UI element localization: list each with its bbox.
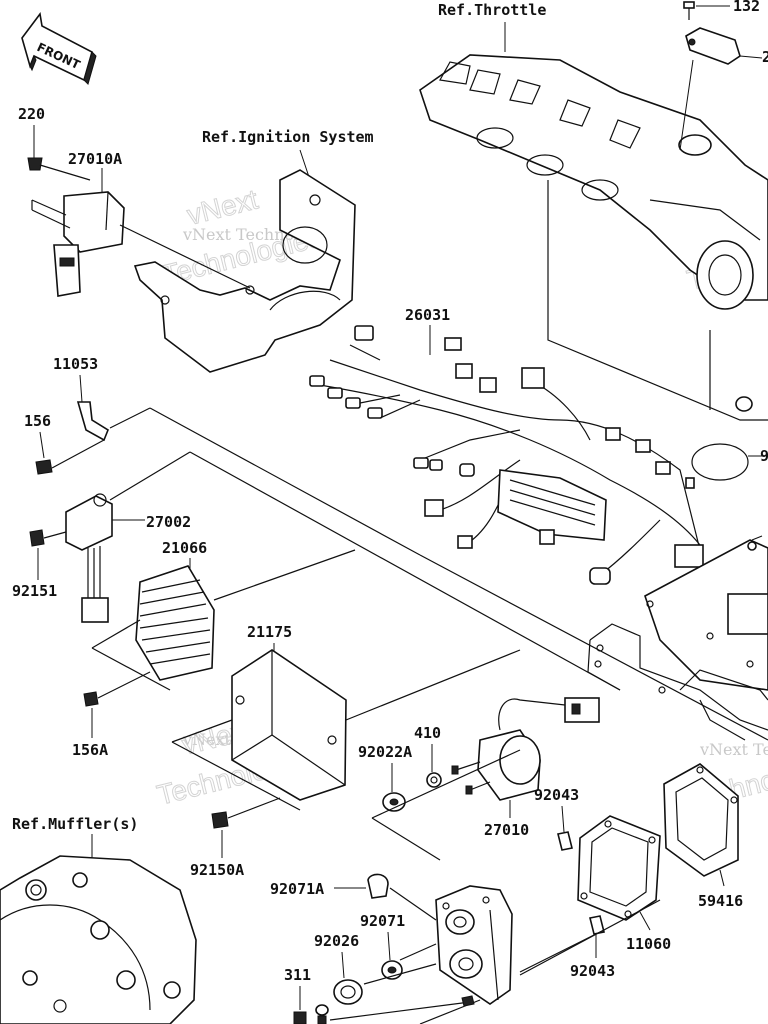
label-11053: 11053 [53, 355, 98, 373]
label-92026: 92026 [314, 932, 359, 950]
washer-icon [315, 1004, 329, 1016]
connector-icon [455, 363, 473, 379]
washer-icon [426, 772, 442, 788]
wire-harness-26031: 26031 [309, 306, 704, 585]
connector-icon [354, 325, 374, 341]
label-410: 410 [414, 724, 441, 742]
connector-icon [424, 499, 444, 517]
plug-icon [367, 873, 389, 899]
connector-icon [413, 457, 429, 469]
cable-tie: 9 [685, 443, 768, 489]
relay-connector-icon [53, 244, 81, 297]
connector-icon [309, 375, 325, 387]
relay-icon [63, 191, 125, 253]
bracket-icon [133, 169, 356, 373]
regulator-21066: 21066 156A [72, 539, 356, 759]
label-27010: 27010 [484, 821, 529, 839]
side-plate [587, 535, 768, 741]
connector-icon [457, 535, 473, 549]
label-220: 220 [18, 105, 45, 123]
relay-27010: 27010 [451, 697, 600, 839]
bolt-icon [29, 529, 45, 547]
label-11060: 11060 [626, 935, 671, 953]
connector-icon [444, 337, 462, 351]
bracket-11053: 11053 156 [24, 355, 768, 741]
label-92150A: 92150A [190, 861, 244, 879]
connector-icon [655, 461, 671, 475]
label-2-edge: 2 [762, 48, 768, 66]
label-92043-b: 92043 [570, 962, 615, 980]
gasket-icon [577, 815, 661, 921]
label-9-edge: 9 [760, 447, 768, 465]
tie-head-icon [685, 477, 695, 489]
front-arrow: FRONT [21, 12, 97, 85]
front-arrow-shadow [29, 51, 97, 85]
cover-icon [663, 763, 739, 877]
battery-block-icon [727, 593, 768, 635]
label-27002: 27002 [146, 513, 191, 531]
muffler-icon [0, 855, 197, 1024]
bolt-icon [683, 1, 695, 9]
lower-cover [419, 885, 513, 1024]
label-26031: 26031 [405, 306, 450, 324]
label-156A: 156A [72, 741, 108, 759]
connector-icon [674, 544, 704, 568]
connector-icon [564, 697, 600, 723]
connector-icon [605, 427, 621, 441]
watermark-big: vNext [184, 183, 261, 230]
bracket-small-icon [76, 401, 109, 442]
label-92071A: 92071A [270, 880, 324, 898]
bolt-icon [27, 157, 43, 171]
main-connector-icon [497, 469, 607, 541]
label-21175: 21175 [247, 623, 292, 641]
relay-27010A: 220 27010A [18, 105, 251, 297]
connector-icon [521, 367, 545, 389]
bolt-icon [211, 811, 229, 829]
label-311: 311 [284, 966, 311, 984]
ref-muffler: Ref.Muffler(s) [12, 815, 138, 833]
ignition-bracket [133, 149, 356, 373]
watermark-text: vNext Technologies [699, 740, 768, 759]
connector-icon [81, 597, 109, 623]
connector-icon [589, 567, 611, 585]
connector-icon [539, 529, 555, 545]
connector-icon [459, 463, 475, 477]
label-132: 132 [733, 0, 760, 15]
label-27010A: 27010A [68, 150, 122, 168]
ref-throttle: Ref.Throttle [438, 1, 546, 19]
dowel-pin-icon [589, 915, 605, 935]
plate-icon [644, 539, 768, 691]
sensor-icon [685, 27, 741, 65]
connector-icon [367, 407, 383, 419]
ref-ignition: Ref.Ignition System [202, 128, 374, 146]
connector-icon [429, 459, 443, 471]
label-156: 156 [24, 412, 51, 430]
bolt-icon [35, 459, 53, 475]
connector-icon [327, 387, 343, 399]
ecu-21175: 21175 92150A [171, 623, 521, 879]
bolt-icon [461, 995, 475, 1007]
seal-icon [333, 979, 363, 1005]
label-59416: 59416 [698, 892, 743, 910]
sensor-132: 132 2 [679, 0, 768, 151]
connector-icon [345, 397, 361, 409]
nut-icon [293, 1011, 307, 1024]
label-92071: 92071 [360, 912, 405, 930]
connector-icon [479, 377, 497, 393]
cover-59416: 59416 [663, 763, 743, 910]
connector-icon [635, 439, 651, 453]
throttle-body [419, 22, 768, 421]
label-92022A: 92022A [358, 743, 412, 761]
unit-27002: 27002 92151 [12, 451, 621, 691]
bolt-icon [83, 691, 99, 707]
label-92151: 92151 [12, 582, 57, 600]
label-92043-a: 92043 [534, 786, 579, 804]
muffler [0, 834, 197, 1024]
label-21066: 21066 [162, 539, 207, 557]
dowel-pin-icon [557, 831, 573, 851]
gasket-11060: 11060 [519, 815, 671, 976]
